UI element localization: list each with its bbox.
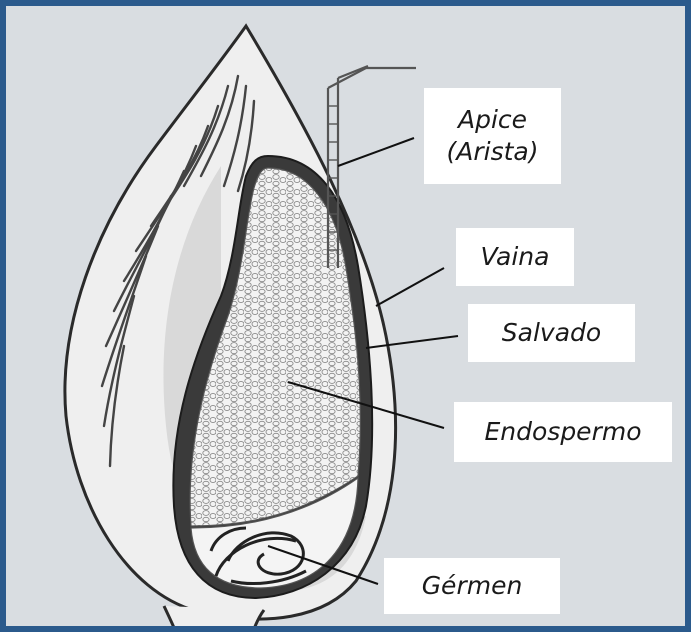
label-vaina-text: Vaina	[481, 241, 550, 274]
label-salvado-text: Salvado	[502, 317, 601, 350]
label-salvado: Salvado	[468, 304, 635, 362]
label-germen-text: Gérmen	[422, 570, 523, 603]
label-germen: Gérmen	[384, 558, 560, 614]
label-endospermo: Endospermo	[454, 402, 672, 462]
label-apice: Apice (Arista)	[424, 88, 561, 184]
label-apice-line1: Apice	[458, 104, 527, 137]
husk-stem	[164, 606, 264, 632]
leader-apice	[338, 138, 414, 166]
label-apice-line2: (Arista)	[447, 136, 539, 169]
leader-vaina	[376, 268, 444, 306]
label-vaina: Vaina	[456, 228, 574, 286]
label-endospermo-text: Endospermo	[484, 416, 641, 449]
